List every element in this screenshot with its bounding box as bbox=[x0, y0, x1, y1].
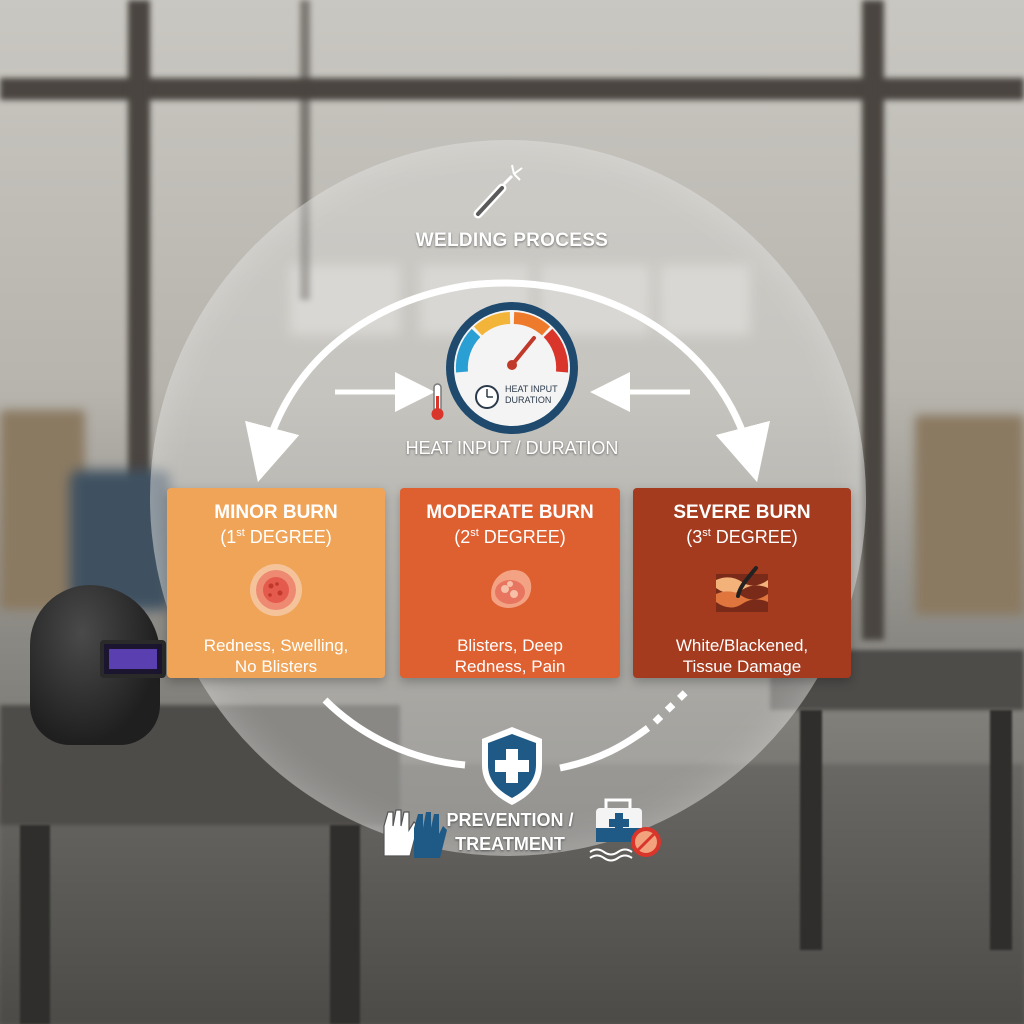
card-description: Blisters, Deep Redness, Pain bbox=[454, 636, 566, 676]
blister-icon bbox=[491, 570, 532, 608]
card-title: SEVERE BURN bbox=[673, 502, 811, 523]
gauge-caption-line1: HEAT INPUT bbox=[505, 384, 558, 394]
heat-gauge-icon bbox=[446, 302, 578, 434]
card-description: Redness, Swelling, No Blisters bbox=[203, 636, 349, 676]
red-skin-icon bbox=[250, 564, 302, 616]
first-aid-kit-icon bbox=[589, 798, 661, 862]
welding-helmet bbox=[30, 585, 166, 745]
gauge-caption-line2: DURATION bbox=[505, 395, 552, 405]
card-degree: (2st DEGREE) bbox=[454, 527, 566, 547]
gauge-caption: HEAT INPUT DURATION bbox=[505, 384, 565, 406]
card-title: MODERATE BURN bbox=[426, 502, 594, 523]
welding-torch-icon bbox=[473, 164, 523, 219]
welding-process-label: WELDING PROCESS bbox=[415, 230, 609, 251]
medical-shield-icon bbox=[482, 727, 542, 805]
arrow-to-severe bbox=[469, 279, 770, 483]
arc-bottom-dashes bbox=[652, 687, 691, 725]
prevention-label-line2: TREATMENT bbox=[455, 834, 565, 854]
skin-layers-icon bbox=[716, 566, 768, 612]
card-description: White/Blackened, Tissue Damage bbox=[675, 636, 809, 676]
prevention-treatment-label: PREVENTION / TREATMENT bbox=[430, 808, 590, 856]
gloves-icon bbox=[383, 809, 447, 858]
arc-bottom-left bbox=[322, 697, 466, 769]
arrow-to-minor bbox=[245, 281, 471, 483]
severe-burn-card: SEVERE BURN (3st DEGREE) White/Blackened… bbox=[633, 488, 851, 678]
prevention-label-line1: PREVENTION / bbox=[446, 810, 574, 830]
card-degree: (3st DEGREE) bbox=[686, 527, 798, 547]
clock-icon bbox=[475, 385, 499, 409]
minor-burn-card: MINOR BURN (1st DEGREE) Redness, Swellin… bbox=[167, 488, 385, 678]
heat-input-label: HEAT INPUT / DURATION bbox=[405, 438, 619, 458]
arc-bottom-right bbox=[559, 725, 651, 772]
card-degree: (1st DEGREE) bbox=[220, 527, 332, 547]
thermometer-icon bbox=[431, 383, 444, 420]
card-title: MINOR BURN bbox=[214, 502, 338, 523]
moderate-burn-card: MODERATE BURN (2st DEGREE) Blisters, Dee… bbox=[400, 488, 620, 678]
